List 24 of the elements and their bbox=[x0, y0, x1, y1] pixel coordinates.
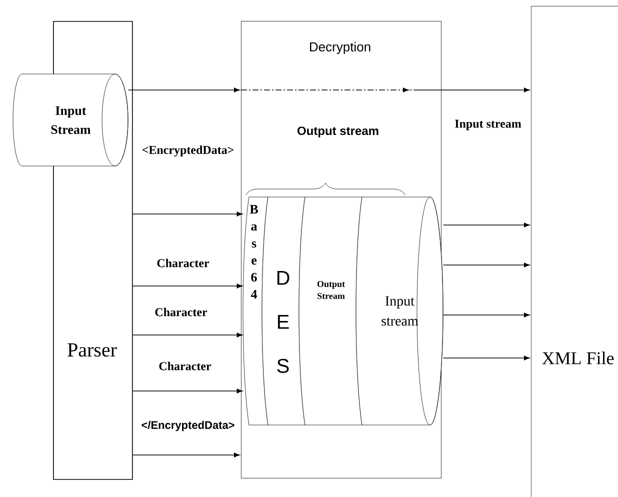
edge-label: Character bbox=[156, 258, 210, 268]
file-box: XML File bbox=[531, 6, 618, 497]
arrow bbox=[443, 262, 530, 268]
arrow bbox=[132, 284, 243, 288]
arrow bbox=[132, 332, 243, 338]
edge-label: Character bbox=[158, 360, 212, 372]
cylinder-slice: DES bbox=[262, 196, 306, 426]
edge-label: </EncryptedData> bbox=[140, 420, 236, 432]
arrow bbox=[132, 212, 243, 216]
arrow bbox=[240, 88, 530, 92]
arrow bbox=[443, 222, 530, 228]
edge-label: Character bbox=[154, 306, 208, 318]
edge-label: <EncryptedData> bbox=[140, 144, 236, 158]
cylinder: Input Stream bbox=[12, 74, 128, 166]
arrow bbox=[128, 88, 240, 92]
cylinder-slice: Base64 bbox=[242, 196, 268, 426]
cylinder: Input stream bbox=[356, 196, 444, 426]
cylinder-slice: Output Stream bbox=[298, 196, 362, 426]
group-label: Output stream bbox=[297, 126, 378, 138]
arrow bbox=[443, 312, 530, 318]
arrow bbox=[132, 388, 243, 394]
arrow bbox=[443, 356, 530, 360]
edge-label: Input stream bbox=[454, 118, 522, 132]
arrow bbox=[132, 452, 240, 458]
